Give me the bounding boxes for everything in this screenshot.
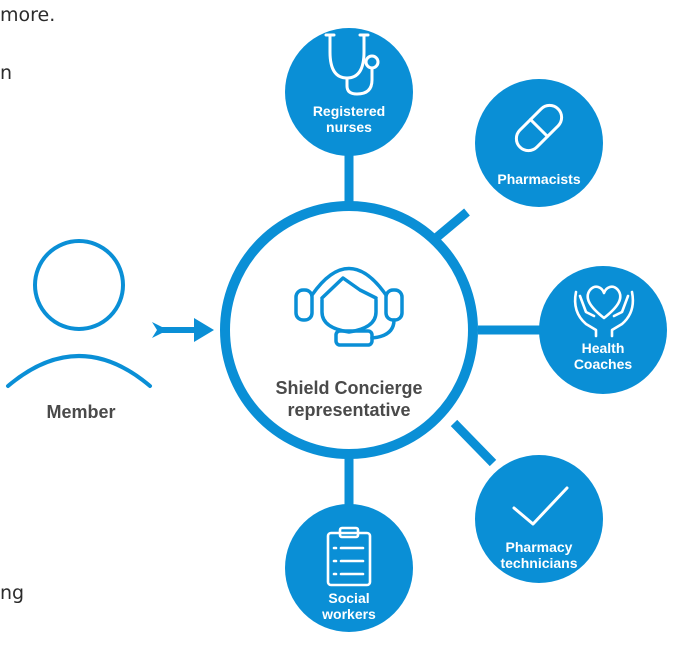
arrow-icon: [152, 318, 214, 342]
body-text-fragment-bottom: ng: [0, 582, 25, 604]
role-label-line2: workers: [321, 606, 376, 622]
role-social-workers: Social workers: [285, 504, 413, 632]
role-label-line2: technicians: [500, 555, 577, 571]
role-label-line1: Health: [582, 340, 625, 356]
role-label-line1: Registered: [313, 103, 385, 119]
role-pharmacists: Pharmacists: [475, 79, 603, 207]
role-circle: [285, 504, 413, 632]
role-label-line1: Social: [328, 590, 369, 606]
hub-label-line1: Shield Concierge: [275, 378, 422, 398]
role-label-line1: Pharmacy: [506, 539, 573, 555]
body-text-fragment-top: more.: [0, 4, 56, 26]
stethoscope-icon: [324, 33, 380, 96]
role-registered-nurses: Registered nurses: [285, 28, 413, 156]
hub-label-line2: representative: [287, 400, 410, 420]
member-shoulders-icon: [6, 354, 152, 388]
role-health-coaches: Health Coaches: [539, 266, 667, 394]
connector-pharmacy-technicians: [450, 419, 497, 467]
headset-agent-icon: [294, 266, 404, 347]
member: Member: [6, 239, 152, 422]
role-circle: [539, 266, 667, 394]
role-label-line1: Pharmacists: [497, 171, 580, 187]
checkmark-icon: [512, 486, 569, 526]
hub: Shield Concierge representative: [220, 201, 478, 459]
hands-heart-icon: [573, 285, 635, 338]
body-text-fragment-upper: n: [0, 62, 13, 84]
pill-capsule-icon: [514, 103, 564, 153]
clipboard-list-icon: [326, 526, 372, 587]
role-label-line2: Coaches: [574, 356, 633, 372]
member-label: Member: [46, 402, 115, 422]
role-label-line2: nurses: [326, 119, 372, 135]
member-head-icon: [33, 239, 125, 331]
role-pharmacy-technicians: Pharmacy technicians: [475, 455, 603, 583]
